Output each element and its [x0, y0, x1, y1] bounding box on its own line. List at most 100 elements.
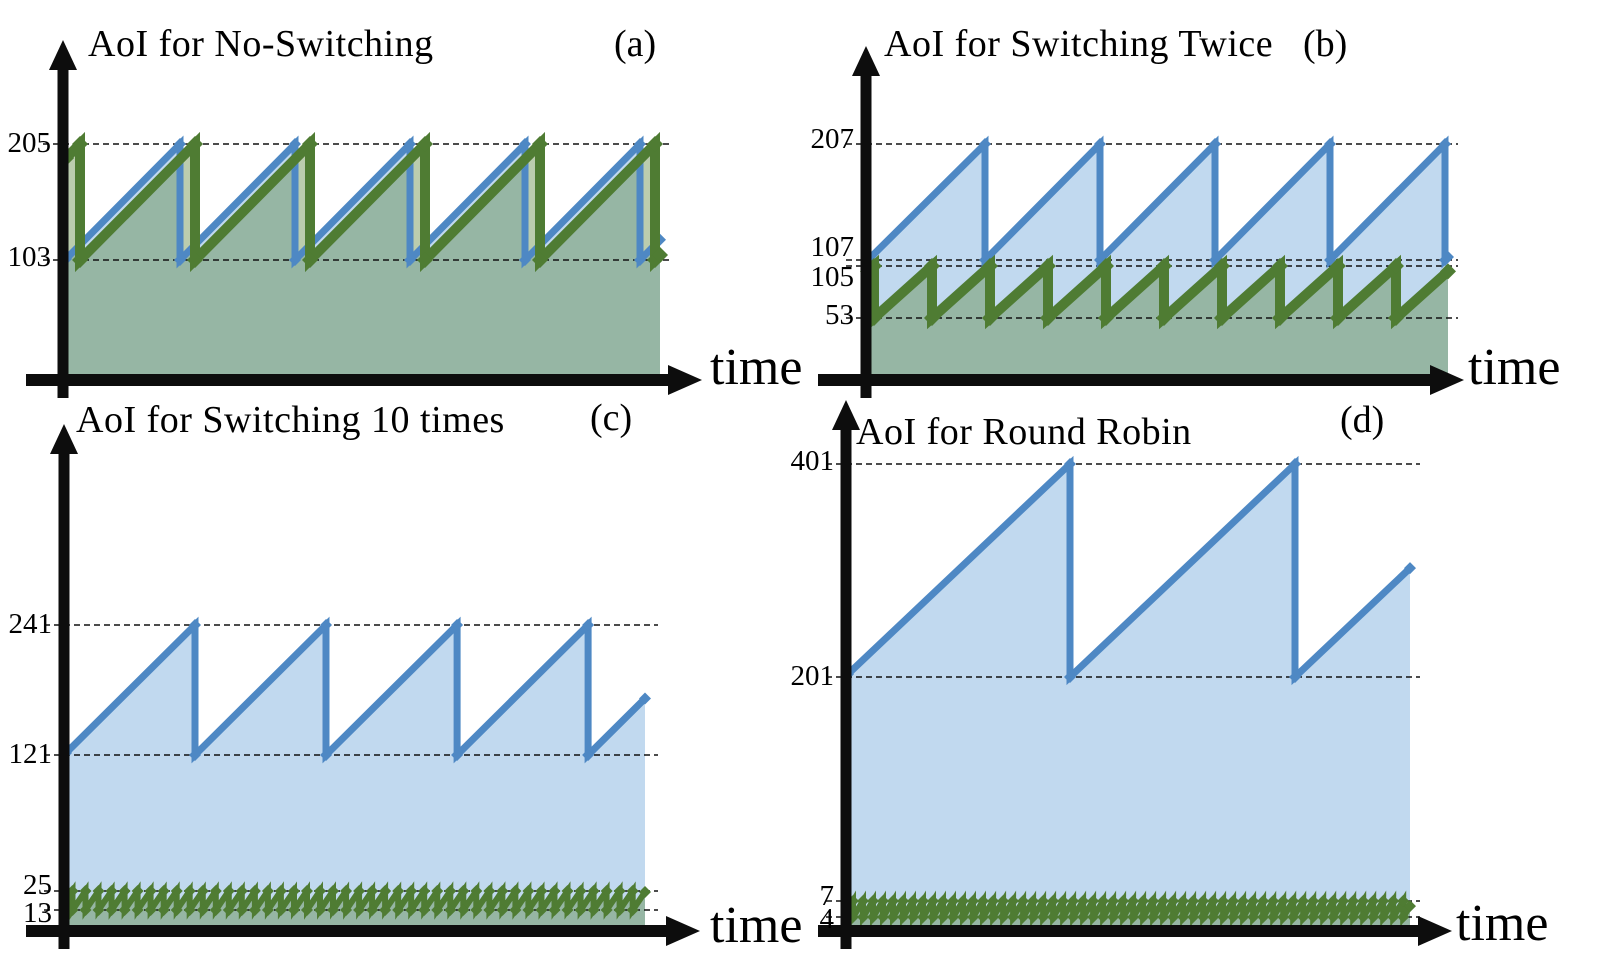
y-tick-label: 207	[810, 123, 855, 155]
vertex-marker	[1177, 895, 1190, 907]
vertex-marker	[561, 885, 574, 897]
chart-b-title: AoI for Switching Twice	[884, 23, 1274, 65]
vertex-marker	[79, 904, 92, 916]
vertex-marker	[997, 911, 1010, 923]
vertex-marker	[327, 904, 340, 916]
vertex-marker	[418, 904, 431, 916]
vertex-marker	[548, 904, 561, 916]
vertex-marker	[1067, 895, 1080, 907]
vertex-marker	[314, 885, 327, 897]
vertex-marker	[451, 619, 464, 631]
vertex-marker	[1097, 310, 1114, 326]
vertex-marker	[209, 885, 222, 897]
panel-b-chart	[818, 46, 1464, 398]
y-axis	[57, 66, 69, 398]
vertex-marker	[967, 911, 980, 923]
vertex-marker	[1213, 258, 1230, 274]
vertex-marker	[417, 252, 434, 268]
vertex-marker	[927, 911, 940, 923]
aoi-fill-blue	[848, 464, 1410, 931]
vertex-marker	[1367, 911, 1380, 923]
vertex-marker	[1047, 911, 1060, 923]
chart-b-panel-letter: (b)	[1303, 23, 1348, 65]
y-axis-arrow-icon	[832, 400, 860, 430]
vertex-marker	[314, 904, 327, 916]
vertex-marker	[1017, 895, 1030, 907]
vertex-marker	[1289, 671, 1302, 683]
chart-d-time-label: time	[1456, 895, 1549, 952]
vertex-marker	[1067, 911, 1080, 923]
vertex-marker	[1357, 895, 1370, 907]
vertex-marker	[857, 895, 870, 907]
vertex-marker	[248, 885, 261, 897]
chart-b-time-label: time	[1468, 339, 1561, 396]
y-axis-arrow-icon	[49, 40, 77, 70]
vertex-marker	[1227, 911, 1240, 923]
vertex-marker	[444, 885, 457, 897]
vertex-marker	[1077, 911, 1090, 923]
vertex-marker	[1387, 911, 1400, 923]
vertex-marker	[157, 885, 170, 897]
vertex-marker	[183, 904, 196, 916]
y-tick-label: 4	[819, 903, 835, 935]
vertex-marker	[1271, 310, 1288, 326]
aoi-curve-green	[864, 254, 1452, 330]
vertex-marker	[1157, 895, 1170, 907]
vertex-marker	[340, 885, 353, 897]
y-tick-label: 105	[810, 261, 855, 293]
vertex-marker	[997, 895, 1010, 907]
vertex-marker	[1277, 911, 1290, 923]
vertex-marker	[392, 904, 405, 916]
vertex-marker	[1377, 895, 1390, 907]
vertex-marker	[1147, 911, 1160, 923]
aoi-fill-blue	[868, 144, 1448, 380]
vertex-marker	[187, 136, 204, 152]
y-axis-arrow-icon	[50, 424, 78, 454]
vertex-marker	[1037, 911, 1050, 923]
vertex-marker	[633, 138, 646, 150]
aoi-fill-blue	[66, 144, 660, 380]
vertex-marker	[957, 911, 970, 923]
vertex-marker	[1217, 895, 1230, 907]
vertex-marker	[92, 904, 105, 916]
vertex-marker	[927, 895, 940, 907]
chart-c-time-label: time	[710, 897, 803, 954]
vertex-marker	[1209, 138, 1222, 150]
vertex-marker	[1063, 458, 1076, 470]
vertex-marker	[1357, 911, 1370, 923]
vertex-marker	[173, 254, 186, 266]
vertex-marker	[1147, 895, 1160, 907]
vertex-marker	[917, 895, 930, 907]
vertex-marker	[1127, 895, 1140, 907]
vertex-marker	[353, 904, 366, 916]
vertex-marker	[1007, 895, 1020, 907]
aoi-fill-green	[66, 144, 660, 380]
panel-c-chart	[26, 424, 700, 949]
vertex-marker	[209, 904, 222, 916]
vertex-marker	[248, 904, 261, 916]
vertex-marker	[144, 885, 157, 897]
vertex-marker	[287, 904, 300, 916]
vertex-marker	[1197, 911, 1210, 923]
vertex-marker	[1237, 911, 1250, 923]
y-axis	[860, 72, 872, 398]
vertex-marker	[887, 911, 900, 923]
vertex-marker	[470, 885, 483, 897]
vertex-marker	[532, 136, 549, 152]
vertex-marker	[867, 911, 880, 923]
vertex-marker	[1037, 895, 1050, 907]
y-tick-label: 121	[8, 738, 53, 770]
vertex-marker	[1404, 900, 1416, 913]
chart-d-panel-letter: (d)	[1340, 399, 1385, 441]
vertex-marker	[587, 904, 600, 916]
vertex-marker	[633, 254, 646, 266]
vertex-marker	[187, 252, 204, 268]
vertex-marker	[561, 904, 574, 916]
vertex-marker	[189, 619, 202, 631]
vertex-marker	[418, 885, 431, 897]
vertex-marker	[431, 904, 444, 916]
vertex-marker	[947, 895, 960, 907]
vertex-marker	[1397, 911, 1410, 923]
